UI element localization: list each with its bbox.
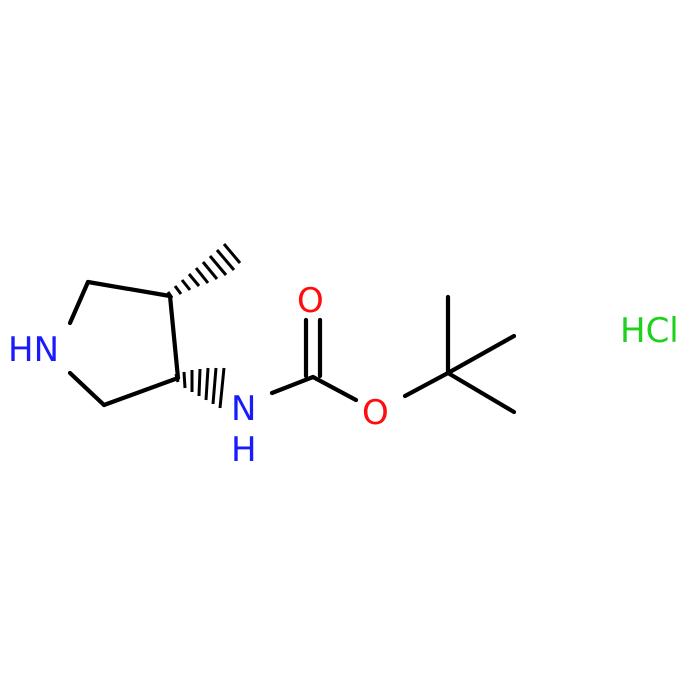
atom-carbonyl-o: O [297, 281, 324, 321]
bond-carbonyl-c-ester-o [310, 374, 359, 403]
atom-amide-h: H [231, 430, 257, 470]
hashed-wedge-amine [174, 367, 226, 409]
bond-c2-c3 [85, 279, 173, 299]
atom-ester-o: O [362, 393, 389, 433]
counterion-hcl: HCl [620, 311, 679, 351]
bond-nh-c2 [67, 279, 91, 326]
bond-c3-c4 [167, 293, 181, 381]
bond-tbu-right-up [445, 333, 517, 376]
bond-c5-nh [67, 370, 107, 408]
hashed-wedge-methyl [166, 243, 242, 299]
atom-amide-n: N [231, 389, 256, 429]
bond-c4-c5 [101, 375, 181, 408]
bond-ester-o-tert-c [402, 370, 451, 399]
bond-tbu-right-down [445, 370, 517, 415]
atom-ring-nh: HN [8, 330, 59, 370]
bond-n-carbonyl-c [269, 374, 316, 396]
